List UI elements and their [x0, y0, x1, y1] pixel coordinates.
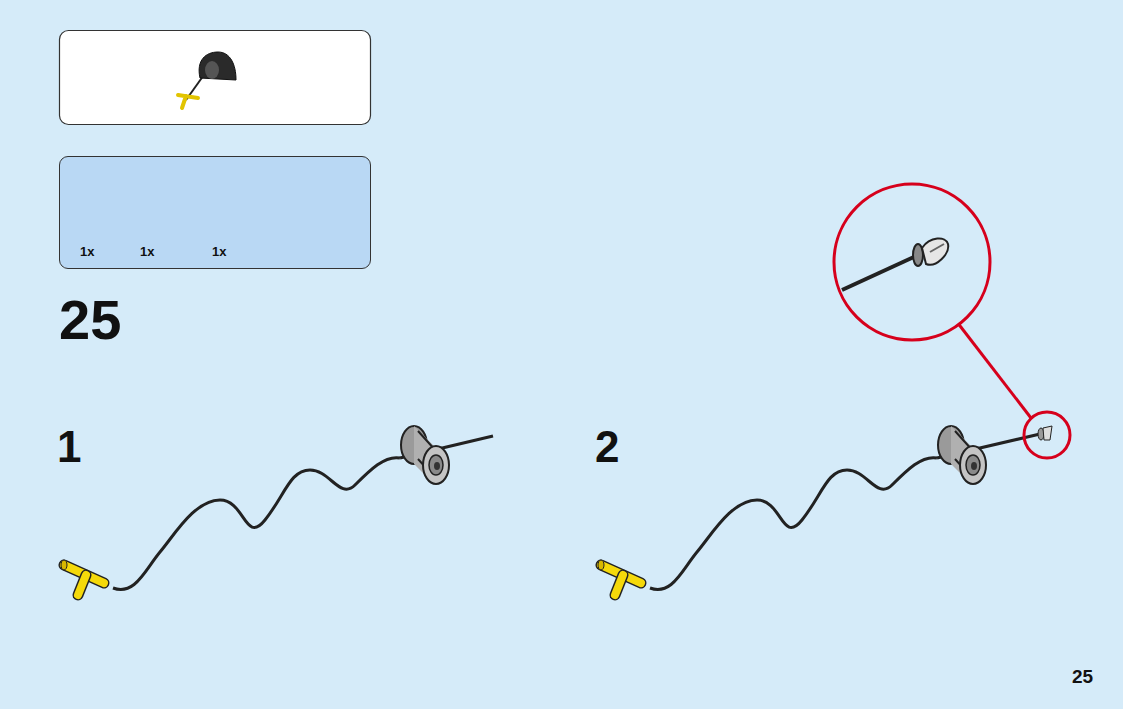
callout-circle: [1024, 412, 1070, 458]
page-number: 25: [1072, 667, 1093, 686]
part-count: 1x: [212, 245, 226, 258]
substep-number: 1: [57, 425, 81, 469]
parts-box: 1x 1x 1x: [59, 156, 371, 269]
submodel-box: [60, 31, 371, 125]
part-count: 1x: [80, 245, 94, 258]
step-number: 25: [59, 292, 121, 348]
step1-art: [61, 426, 493, 595]
callout-zoom: [834, 184, 990, 340]
step2-art: [598, 184, 1070, 595]
substep-number: 2: [595, 425, 619, 469]
part-count: 1x: [140, 245, 154, 258]
